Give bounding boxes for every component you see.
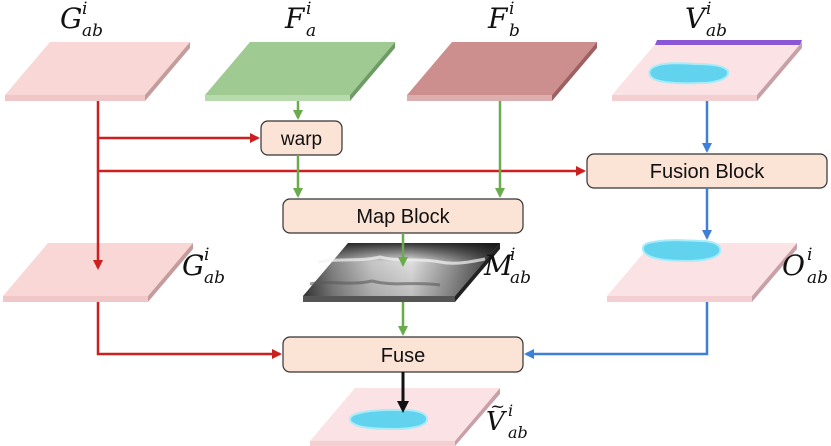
blue-arrows	[524, 101, 712, 359]
label-base: V	[685, 2, 708, 35]
label-m-ab: M i ab	[483, 245, 531, 288]
plane-g-ab-top	[5, 42, 190, 101]
label-v-tilde-ab: V ~ i ab	[486, 396, 528, 442]
label-sup: i	[306, 0, 311, 19]
label-sub: ab	[510, 268, 531, 288]
label-sup: i	[204, 245, 209, 265]
warp-label: warp	[280, 129, 322, 150]
label-sub: ab	[204, 268, 225, 288]
fuse-block: Fuse	[282, 336, 524, 373]
green-arrows	[293, 101, 505, 336]
plane-m-ab	[303, 243, 500, 302]
label-base: G	[60, 2, 82, 35]
arrow-g-to-fuse	[96, 302, 282, 359]
label-sub: ab	[807, 268, 828, 288]
label-base: V	[486, 407, 507, 437]
map-block-label: Map Block	[356, 206, 450, 228]
warp-block: warp	[260, 120, 343, 156]
label-base: F	[284, 2, 306, 35]
fusion-block: Fusion Block	[586, 153, 828, 189]
label-g-ab-middle: G i ab	[182, 245, 225, 288]
label-v-ab: V i ab	[685, 0, 727, 41]
map-block: Map Block	[282, 198, 524, 234]
label-sup: i	[706, 0, 711, 19]
fusion-block-label: Fusion Block	[650, 161, 765, 183]
red-arrows	[93, 101, 586, 359]
label-sup: i	[807, 245, 812, 265]
label-sub: a	[306, 21, 316, 41]
label-base: G	[182, 249, 204, 282]
label-o-ab: O i ab	[782, 245, 828, 288]
label-sub: ab	[82, 21, 103, 41]
label-sub: ab	[706, 21, 727, 41]
label-base: F	[487, 2, 509, 35]
label-f-b: F i b	[487, 0, 520, 41]
label-base: M	[483, 249, 514, 282]
label-sup: i	[510, 245, 515, 265]
label-base: O	[782, 249, 805, 282]
plane-v-tilde-ab	[310, 388, 500, 446]
label-g-ab-top: G i ab	[60, 0, 103, 41]
label-sub: b	[509, 21, 520, 41]
label-sub: ab	[508, 423, 528, 442]
fuse-block-label: Fuse	[381, 345, 425, 367]
plane-f-a	[205, 42, 395, 101]
label-sup: i	[508, 401, 513, 420]
arrow-o-to-fuse	[524, 302, 709, 359]
label-sup: i	[509, 0, 514, 19]
plane-o-ab	[607, 239, 797, 302]
label-tilde: ~	[490, 396, 505, 417]
label-f-a: F i a	[284, 0, 316, 41]
label-sup: i	[82, 0, 87, 19]
plane-v-ab	[612, 40, 802, 101]
plane-f-b	[407, 42, 597, 101]
